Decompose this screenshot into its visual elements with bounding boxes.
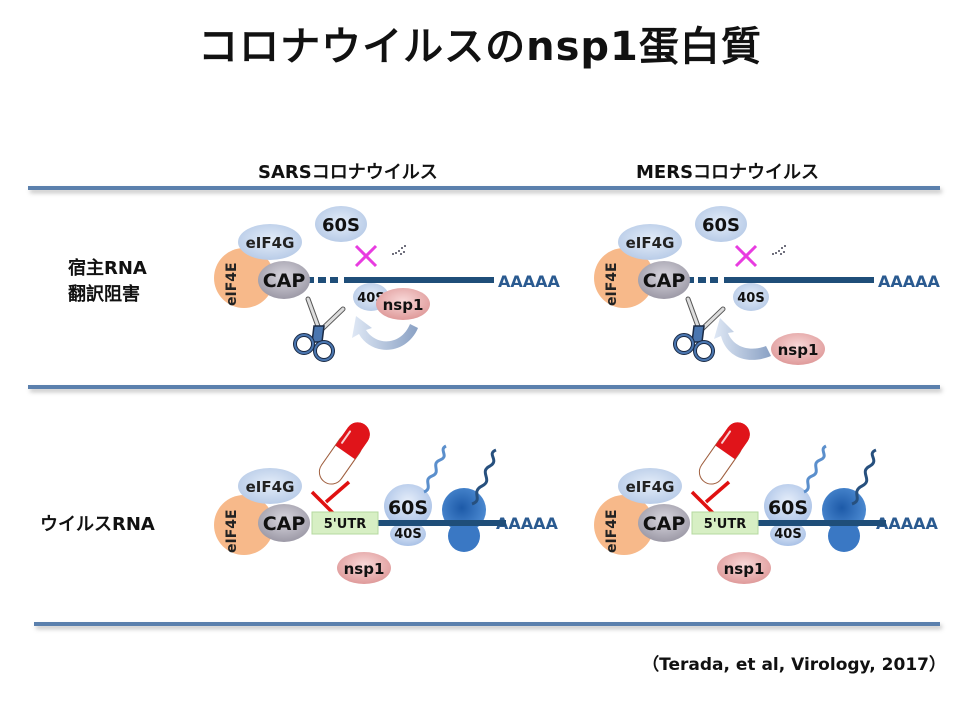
- ribosome-icon: [762, 484, 816, 546]
- row-label-line: ウイルスRNA: [40, 514, 155, 535]
- peptide-icon: [851, 448, 877, 506]
- eif4g-shape: [238, 468, 302, 504]
- nsp1-protein: nsp1: [376, 288, 430, 320]
- peptide-icon: [471, 448, 497, 506]
- row-label-viral-rna: ウイルスRNA: [40, 512, 155, 538]
- panel-sars-viral: AAAAA 5'UTR eIF4E eIF4G CAP 60S 40S nsp1: [206, 420, 566, 604]
- nsp1-protein: nsp1: [771, 333, 825, 365]
- ribosome-40s-label: 40S: [774, 527, 801, 542]
- curved-arrow-icon: [714, 318, 771, 360]
- utr-box: [311, 511, 379, 535]
- eif4e-label: eIF4E: [224, 262, 240, 306]
- eif4e-shape: [214, 248, 274, 308]
- scissors-icon: [673, 296, 726, 362]
- ribosome-icon: [440, 488, 506, 552]
- eif4g-shape: [618, 468, 682, 504]
- cap-shape: [638, 504, 690, 542]
- ribosome-60s-label: 60S: [388, 497, 428, 519]
- eif4e-label: eIF4E: [224, 509, 240, 553]
- ribosome-40s-shape: [733, 283, 769, 311]
- citation: （Terada, et al, Virology, 2017）: [642, 655, 946, 675]
- cap-label: CAP: [263, 513, 306, 535]
- panel-mers-viral: AAAAA 5'UTR eIF4E eIF4G CAP 60S 40S nsp1: [586, 420, 946, 604]
- cross-mark-icon: [354, 244, 378, 268]
- column-heading-sars: SARSコロナウイルス: [258, 162, 438, 183]
- eif4g-label: eIF4G: [246, 478, 295, 496]
- mrna-strand: [306, 277, 494, 283]
- nsp1-label: nsp1: [778, 341, 819, 359]
- divider-middle: [28, 385, 940, 389]
- column-heading-mers: MERSコロナウイルス: [636, 162, 820, 183]
- row-label-line: 翻訳阻害: [68, 284, 140, 305]
- page-title: コロナウイルスのnsp1蛋白質: [198, 24, 762, 70]
- eif4g-label: eIF4G: [246, 234, 295, 252]
- eif4g-shape: [618, 224, 682, 260]
- divider-bottom: [34, 622, 940, 626]
- ribosome-40s-label: 40S: [394, 527, 421, 542]
- curved-arrow-icon: [352, 316, 418, 350]
- host-translation-diagram: AAAAA eIF4E eIF4G CAP 60S 40S nsp1: [214, 206, 561, 362]
- cap-shape: [638, 261, 690, 299]
- eif4e-shape: [594, 248, 654, 308]
- nsp1-label: nsp1: [383, 296, 424, 314]
- nsp1-label: nsp1: [344, 560, 385, 578]
- utr-label: 5'UTR: [324, 517, 366, 532]
- cap-shape: [258, 261, 310, 299]
- inhibition-icon: [690, 480, 731, 516]
- nsp1-shape: [376, 288, 430, 320]
- panel-mers-host: AAAAA eIF4E eIF4G CAP 60S 40S nsp1: [586, 196, 946, 380]
- capsule-icon: [318, 422, 370, 485]
- ribosome-60s-label: 60S: [768, 497, 808, 519]
- row-label-line: 宿主RNA: [68, 258, 147, 279]
- ribosome-60s-shape: [695, 206, 747, 242]
- eif4g-shape: [238, 224, 302, 260]
- nsp1-shape: [717, 552, 771, 584]
- polya-tail-label: AAAAA: [496, 514, 559, 533]
- peptide-icon: [803, 444, 827, 494]
- nsp1-shape: [337, 552, 391, 584]
- cap-label: CAP: [643, 513, 686, 535]
- divider-top: [28, 186, 940, 190]
- fragments-icon: [772, 245, 786, 255]
- eif4e-label: eIF4E: [604, 262, 620, 306]
- nsp1-label: nsp1: [724, 560, 765, 578]
- scissors-icon: [293, 296, 346, 362]
- viral-translation-diagram: AAAAA 5'UTR eIF4E eIF4G CAP 60S 40S nsp1: [214, 422, 559, 584]
- utr-label: 5'UTR: [704, 517, 746, 532]
- nsp1-shape: [771, 333, 825, 365]
- row-label-host-rna: 宿主RNA 翻訳阻害: [68, 256, 147, 308]
- polya-tail-label: AAAAA: [876, 514, 939, 533]
- cap-label: CAP: [643, 270, 686, 292]
- ribosome-icon: [382, 484, 436, 546]
- capsule-icon: [698, 422, 750, 485]
- viral-translation-diagram: AAAAA 5'UTR eIF4E eIF4G CAP 60S 40S nsp1: [594, 422, 939, 584]
- ribosome-40s-label: 40S: [737, 291, 764, 306]
- cap-shape: [258, 504, 310, 542]
- host-translation-diagram: AAAAA eIF4E eIF4G CAP 60S 40S nsp1: [594, 206, 941, 365]
- polya-tail-label: AAAAA: [498, 272, 561, 291]
- ribosome-60s-shape: [315, 206, 367, 242]
- cross-mark-icon: [734, 244, 758, 268]
- eif4e-shape: [214, 495, 274, 555]
- peptide-icon: [423, 444, 447, 494]
- panel-sars-host: AAAAA eIF4E eIF4G CAP 60S 40S nsp1: [206, 196, 566, 380]
- eif4g-label: eIF4G: [626, 234, 675, 252]
- eif4g-label: eIF4G: [626, 478, 675, 496]
- cap-label: CAP: [263, 270, 306, 292]
- polya-tail-label: AAAAA: [878, 272, 941, 291]
- ribosome-60s-label: 60S: [702, 215, 740, 236]
- ribosome-60s-label: 60S: [322, 215, 360, 236]
- eif4e-label: eIF4E: [604, 509, 620, 553]
- fragments-icon: [392, 245, 406, 255]
- utr-box: [691, 511, 759, 535]
- inhibition-icon: [310, 480, 351, 516]
- ribosome-icon: [820, 488, 886, 552]
- mrna-strand: [686, 277, 874, 283]
- eif4e-shape: [594, 495, 654, 555]
